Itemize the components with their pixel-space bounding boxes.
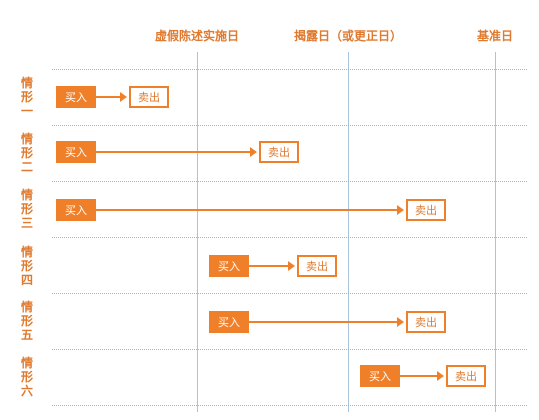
row-separator (52, 181, 527, 182)
row-label-4: 情形四 (20, 245, 33, 287)
row-separator (52, 125, 527, 126)
row-separator (52, 237, 527, 238)
buy-box-4: 买入 (209, 255, 249, 277)
buy-box-6: 买入 (360, 365, 400, 387)
timeline-base (495, 52, 496, 412)
buy-box-2: 买入 (56, 141, 96, 163)
sell-box-3: 卖出 (406, 199, 446, 221)
buy-box-3: 买入 (56, 199, 96, 221)
header-base-date: 基准日 (476, 29, 514, 43)
arrow-4 (249, 261, 295, 271)
row-label-6: 情形六 (20, 356, 33, 398)
timeline-misrepresentation (197, 52, 198, 412)
sell-box-5: 卖出 (406, 311, 446, 333)
arrow-6 (400, 371, 444, 381)
sell-box-4: 卖出 (297, 255, 337, 277)
sell-box-1: 卖出 (129, 86, 169, 108)
timeline-disclosure (348, 52, 349, 412)
header-disclosure-date: 揭露日（或更正日） (293, 29, 403, 43)
row-label-3: 情形三 (20, 188, 33, 230)
buy-box-5: 买入 (209, 311, 249, 333)
arrow-3 (96, 205, 404, 215)
row-separator (52, 349, 527, 350)
row-separator (52, 293, 527, 294)
arrow-5 (249, 317, 404, 327)
arrow-1 (96, 92, 127, 102)
row-label-1: 情形一 (20, 76, 33, 118)
sell-box-2: 卖出 (259, 141, 299, 163)
header-misrepresentation-date: 虚假陈述实施日 (154, 29, 240, 43)
arrow-2 (96, 147, 257, 157)
row-separator (52, 69, 527, 70)
row-label-5: 情形五 (20, 300, 33, 342)
row-label-2: 情形二 (20, 132, 33, 174)
row-separator (52, 405, 527, 406)
sell-box-6: 卖出 (446, 365, 486, 387)
buy-box-1: 买入 (56, 86, 96, 108)
